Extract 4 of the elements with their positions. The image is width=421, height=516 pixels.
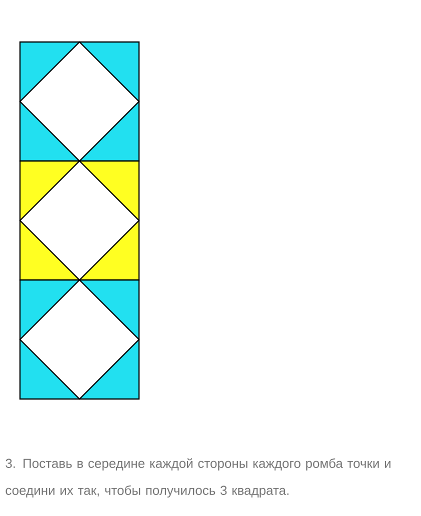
tile-with-rhombus [19,279,140,400]
tile-with-rhombus [19,41,140,162]
caption: 3. Поставь в середине каждой стороны каждого ромба точки и соедини их так, чтобы получилось 3 квадрата. [6,458,390,498]
tile-with-rhombus [19,160,140,281]
